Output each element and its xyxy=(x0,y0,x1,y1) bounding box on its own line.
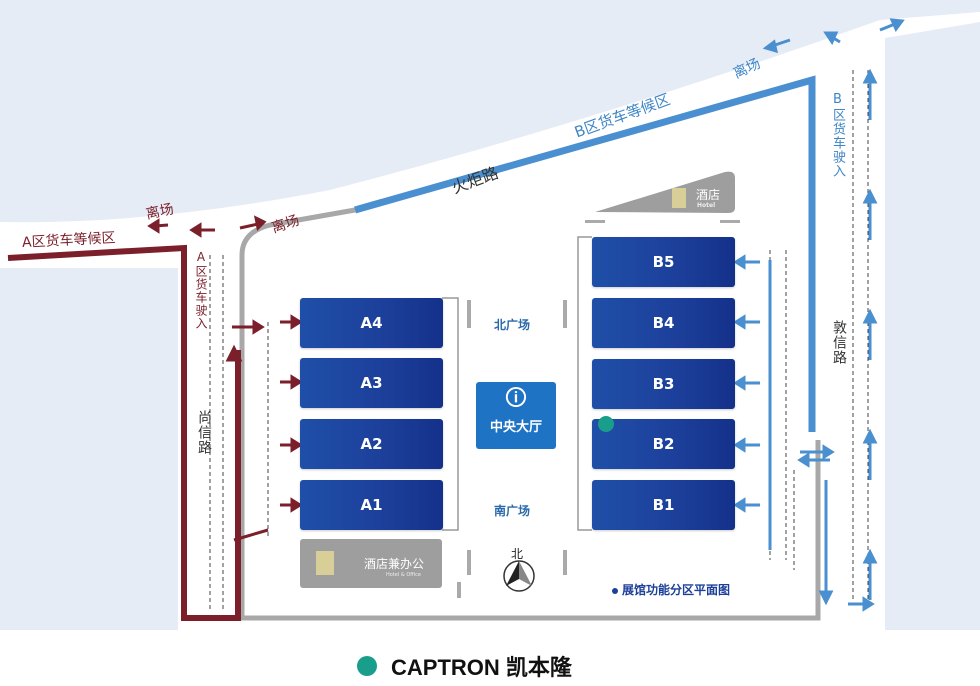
a-route-arrows xyxy=(147,215,303,542)
b-truck-entry-label: B区货车驶入 xyxy=(830,92,845,178)
shangxin-road-label: 尚信路 xyxy=(196,410,212,455)
bullet-icon xyxy=(612,587,618,594)
hotel-office-sub-label: Hotel & Office xyxy=(386,572,421,578)
a-truck-waiting-road xyxy=(7,244,241,621)
b-truck-waiting-road xyxy=(354,75,816,432)
central-hall[interactable]: 🛈 中央大厅 xyxy=(476,382,556,449)
reception-icon: 🛈 xyxy=(504,386,528,411)
city-block-east xyxy=(885,22,980,630)
hall-a4[interactable]: A4 xyxy=(300,298,443,348)
city-block-west xyxy=(0,268,178,630)
hotel-office-label: 酒店兼办公 xyxy=(364,557,425,571)
hall-a3[interactable]: A3 xyxy=(300,358,443,408)
hotel-label: 酒店 xyxy=(696,188,721,202)
hotel-office-building-icon xyxy=(316,551,334,575)
city-block-north xyxy=(0,0,980,223)
gate-markers xyxy=(457,220,740,598)
hotel-building-icon xyxy=(672,188,686,208)
legend: CAPTRON 凯本隆 xyxy=(357,650,572,682)
hall-b1[interactable]: B1 xyxy=(592,480,735,530)
a-truck-entry-label: A区货车驶入 xyxy=(194,250,208,330)
b-route-arrows xyxy=(733,18,905,612)
central-hall-label: 中央大厅 xyxy=(489,420,542,435)
hall-a1[interactable]: A1 xyxy=(300,480,443,530)
captron-booth-marker[interactable] xyxy=(598,416,614,432)
south-plaza-label: 南广场 xyxy=(494,504,531,518)
zone-brackets xyxy=(442,236,592,531)
map-title-text: 展馆功能分区平面图 xyxy=(622,583,731,597)
lane-dashes xyxy=(209,70,869,610)
hall-a2[interactable]: A2 xyxy=(300,419,443,469)
legend-label: CAPTRON 凯本隆 xyxy=(391,655,572,680)
hotel-sub-label: Hotel xyxy=(697,202,716,209)
hall-b2[interactable]: B2 xyxy=(592,419,735,469)
north-plaza-label: 北广场 xyxy=(494,318,531,332)
compass-icon xyxy=(503,560,535,592)
hotel-office-building: 酒店兼办公 Hotel & Office xyxy=(300,539,442,588)
map-title: 展馆功能分区平面图 xyxy=(612,581,730,598)
legend-marker-icon xyxy=(357,656,377,676)
hall-b4[interactable]: B4 xyxy=(592,298,735,348)
site-outline xyxy=(239,207,821,621)
compass-north-label: 北 xyxy=(511,547,524,561)
dunxin-road-label: 敦信路 xyxy=(831,320,847,365)
map-bottom-white xyxy=(0,630,980,686)
hall-b3[interactable]: B3 xyxy=(592,359,735,409)
hall-b5[interactable]: B5 xyxy=(592,237,735,287)
hotel-building xyxy=(595,171,735,213)
